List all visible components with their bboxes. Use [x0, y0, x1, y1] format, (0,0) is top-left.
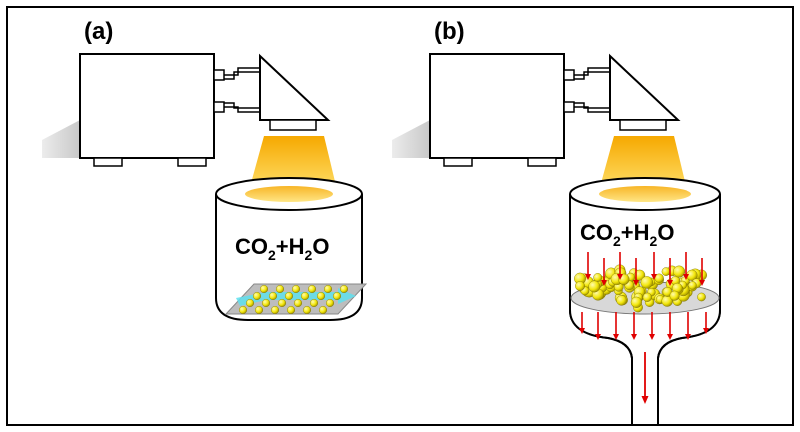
catalyst-particle: [661, 267, 671, 276]
formula-a: CO2+H2O: [235, 234, 329, 263]
flow-arrowhead: [667, 334, 673, 340]
catalyst-particle: [259, 285, 268, 294]
catalyst-particle: [271, 306, 280, 315]
catalyst-particle: [317, 292, 326, 301]
lamp-housing-icon: [429, 53, 681, 167]
formula-b: CO2+H2O: [580, 220, 674, 249]
catalyst-particle: [616, 295, 627, 306]
catalyst-particle: [238, 306, 247, 315]
catalyst-particle: [634, 269, 646, 281]
catalyst-particle: [285, 292, 294, 301]
flow-arrowhead: [683, 274, 689, 280]
catalyst-particle: [324, 285, 333, 294]
catalyst-particle: [310, 299, 319, 308]
panel-b-label: (b): [434, 18, 465, 45]
flow-direction-arrows: [579, 252, 709, 404]
catalyst-particle: [697, 292, 706, 302]
lamp-housing-icon: [79, 53, 331, 167]
catalyst-particle: [575, 281, 585, 291]
catalyst-particle: [292, 285, 301, 294]
schematic-canvas: CO2+H2O: [42, 53, 721, 424]
flow-arrowhead: [667, 280, 673, 286]
flow-arrowhead: [631, 334, 637, 340]
catalyst-particle: [319, 306, 328, 315]
catalyst-particle: [261, 299, 270, 308]
flow-arrowhead: [641, 396, 649, 404]
panel-b: CO2+H2O: [392, 53, 721, 424]
figure-frame: (a) (b): [6, 6, 794, 426]
catalyst-particle: [269, 292, 278, 301]
catalyst-particle: [326, 299, 335, 308]
catalyst-particle: [588, 280, 601, 293]
flow-arrowhead: [579, 328, 585, 334]
catalyst-particle: [630, 296, 643, 308]
panel-a: CO2+H2O: [42, 53, 368, 321]
catalyst-particle: [278, 299, 287, 308]
housing-shadow: [42, 120, 80, 158]
catalyst-particle: [673, 265, 686, 278]
catalyst-particle: [642, 292, 652, 302]
flow-arrowhead: [703, 328, 709, 334]
flow-arrowhead: [595, 334, 601, 340]
catalyst-particles: [574, 264, 708, 313]
catalyst-particle: [301, 292, 310, 301]
catalyst-particle: [593, 273, 603, 282]
flow-arrowhead: [649, 334, 655, 340]
catalyst-particle: [294, 299, 303, 308]
catalyst-particle: [640, 276, 653, 289]
flow-arrowhead: [585, 274, 591, 280]
flow-arrowhead: [651, 274, 657, 280]
flow-arrowhead: [685, 334, 691, 340]
catalyst-particle: [340, 285, 349, 294]
panel-a-label: (a): [84, 18, 114, 45]
flow-arrowhead: [613, 334, 619, 340]
housing-shadow: [392, 120, 430, 158]
flow-arrowhead: [633, 280, 639, 286]
catalyst-particle: [252, 292, 261, 301]
flow-arrowhead: [617, 274, 623, 280]
flow-arrowhead: [601, 280, 607, 286]
catalyst-particle: [308, 285, 317, 294]
flow-arrow-icon: [236, 288, 356, 306]
catalyst-particle: [303, 306, 312, 315]
catalyst-particle: [688, 281, 697, 290]
flow-arrowhead: [699, 280, 705, 286]
catalyst-particle: [669, 290, 680, 301]
catalyst-particle: [254, 306, 263, 315]
catalyst-particle: [287, 306, 296, 315]
catalyst-particle: [245, 299, 254, 308]
catalyst-particle: [276, 285, 285, 294]
catalyst-particle: [333, 292, 342, 301]
catalyst-particles: [238, 285, 349, 315]
